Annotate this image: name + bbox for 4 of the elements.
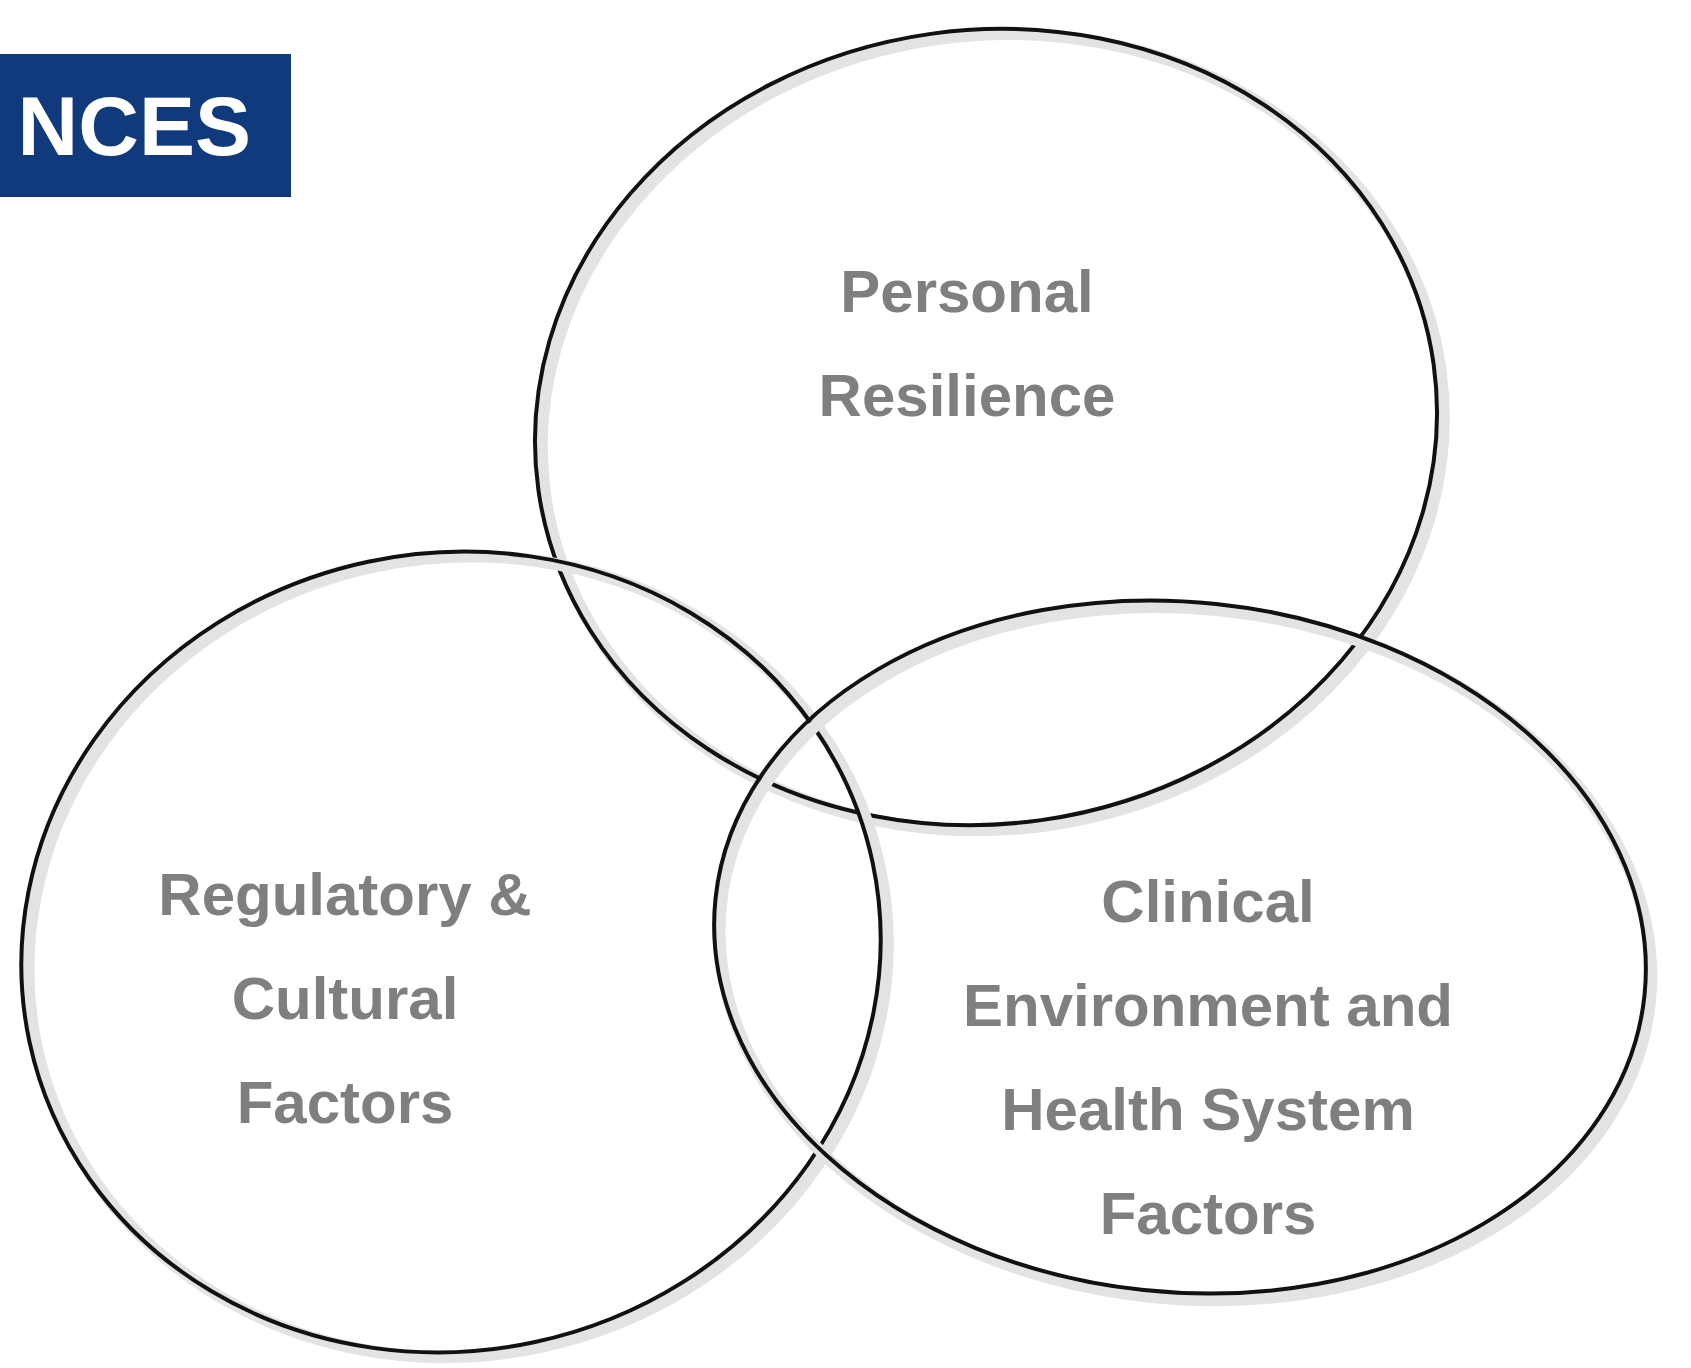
circle-label: Personal Resilience	[817, 257, 1117, 431]
circle-label: Clinical Environment and Health System Factors	[961, 867, 1455, 1249]
title: NCES	[17, 83, 251, 168]
circle-label: Regulatory & Cultural Factors	[157, 860, 533, 1138]
